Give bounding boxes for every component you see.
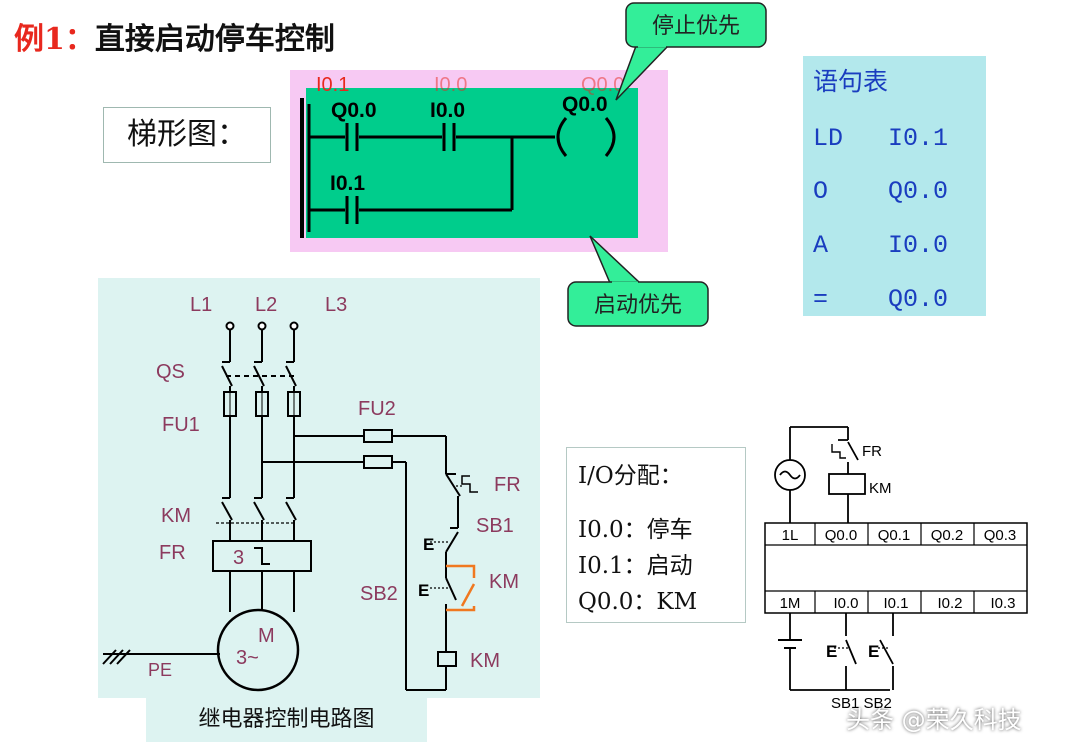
coil-q00-left xyxy=(556,117,568,157)
ladder-diagram xyxy=(300,98,616,238)
ghost-label-i00: I0.0 xyxy=(434,74,467,96)
callout-stop-priority: 停止优先 xyxy=(615,2,767,101)
relay-circuit xyxy=(102,321,478,692)
ladder-panel xyxy=(306,88,638,238)
plc-in-1m: 1M xyxy=(780,595,801,612)
stl-op-1: O xyxy=(813,177,828,206)
label-km-aux: KM xyxy=(489,571,519,593)
label-sb2: SB2 xyxy=(360,583,398,605)
plc-out-1l: 1L xyxy=(782,527,799,544)
label-fu2: FU2 xyxy=(358,398,396,420)
label-sb1: SB1 xyxy=(476,515,514,537)
statement-list-box xyxy=(803,56,986,316)
plc-labels: FR KM 1L Q0.0 Q0.1 Q0.2 Q0.3 1M I0.0 I0.… xyxy=(780,443,1017,712)
watermark: 头条 @荣久科技 xyxy=(846,706,1022,734)
callout-stop-text: 停止优先 xyxy=(652,14,740,39)
relay-circuit-caption: 继电器控制电路图 xyxy=(146,698,427,742)
plc-out-q00: Q0.0 xyxy=(825,527,858,544)
stl-arg-0: I0.1 xyxy=(888,124,948,153)
coil-q00-right xyxy=(604,117,616,157)
label-km-coil: KM xyxy=(470,650,500,672)
label-contact-i01: I0.1 xyxy=(330,172,365,195)
plc-out-q02: Q0.2 xyxy=(931,527,964,544)
relay-e-labels: E E xyxy=(418,535,434,600)
plc-km-label: KM xyxy=(869,480,892,497)
km-coil-symbol xyxy=(437,651,457,667)
statement-list: 语句表 LD I0.1 O Q0.0 A I0.0 = Q0.0 xyxy=(813,67,948,314)
page-title: 例1：直接启动停车控制 xyxy=(14,14,335,58)
plc-in-i01: I0.1 xyxy=(883,595,908,612)
plc-e2: E xyxy=(868,642,879,661)
label-overload-3: 3 xyxy=(233,547,244,569)
stl-arg-2: I0.0 xyxy=(888,231,948,260)
plc-sb-label: SB1 SB2 xyxy=(831,695,892,712)
label-l3: L3 xyxy=(325,294,347,316)
relay-e1: E xyxy=(423,535,434,554)
relay-labels: L1 L2 L3 QS FU1 FU2 KM FR 3 M 3~ PE FR S… xyxy=(148,294,521,680)
callout-start-text: 启动优先 xyxy=(594,293,682,318)
plc-fr-label: FR xyxy=(862,443,882,460)
ghost-label-i01: I0.1 xyxy=(316,74,349,96)
io-line-0: I0.0：停车 xyxy=(578,517,693,543)
stl-arg-1: Q0.0 xyxy=(888,177,948,206)
relay-e2: E xyxy=(418,581,429,600)
label-fu1: FU1 xyxy=(162,414,200,436)
plc-in-i00: I0.0 xyxy=(833,595,858,612)
io-assignment: I/O分配： I0.0：停车 I0.1：启动 Q0.0：KM xyxy=(578,463,697,615)
stl-title: 语句表 xyxy=(813,67,888,96)
io-title: I/O分配： xyxy=(578,463,683,489)
plc-out-q01: Q0.1 xyxy=(878,527,911,544)
ladder-ghost-labels: I0.1 I0.0 Q0.0 xyxy=(316,74,624,96)
title-text: 直接启动停车控制 xyxy=(94,22,335,57)
stl-op-2: A xyxy=(813,231,828,260)
plc-body xyxy=(764,522,1028,614)
label-motor-m: M xyxy=(258,625,275,647)
ladder-label: 梯形图： xyxy=(103,107,271,163)
io-line-1: I0.1：启动 xyxy=(578,553,693,579)
label-contact-q00: Q0.0 xyxy=(331,99,377,122)
stl-op-0: LD xyxy=(813,124,843,153)
relay-circuit-background xyxy=(98,278,540,698)
io-assignment-box xyxy=(566,447,746,623)
label-motor-3ph: 3~ xyxy=(236,647,259,669)
label-km-main: KM xyxy=(161,505,191,527)
km-aux-contact xyxy=(446,564,476,612)
plc-km-coil xyxy=(828,473,866,495)
stl-op-3: = xyxy=(813,285,828,314)
label-coil-q00: Q0.0 xyxy=(562,93,608,116)
io-line-2: Q0.0：KM xyxy=(578,589,697,615)
label-l2: L2 xyxy=(255,294,277,316)
label-fr-contact: FR xyxy=(494,474,521,496)
label-contact-i00: I0.0 xyxy=(430,99,465,122)
plc-in-i03: I0.3 xyxy=(990,595,1015,612)
stl-arg-3: Q0.0 xyxy=(888,285,948,314)
motor-symbol xyxy=(216,608,300,692)
label-pe: PE xyxy=(148,660,172,680)
label-qs: QS xyxy=(156,361,185,383)
plc-out-q03: Q0.3 xyxy=(984,527,1017,544)
example-number: 例1： xyxy=(14,22,95,57)
ladder-labels: Q0.0 I0.0 Q0.0 I0.1 xyxy=(330,93,608,195)
ghost-label-q00: Q0.0 xyxy=(581,74,624,96)
label-l1: L1 xyxy=(190,294,212,316)
label-fr-main: FR xyxy=(159,542,186,564)
plc-e1: E xyxy=(826,642,837,661)
plc-wiring xyxy=(764,426,1028,691)
callout-start-priority: 启动优先 xyxy=(567,235,709,327)
plc-in-i02: I0.2 xyxy=(937,595,962,612)
